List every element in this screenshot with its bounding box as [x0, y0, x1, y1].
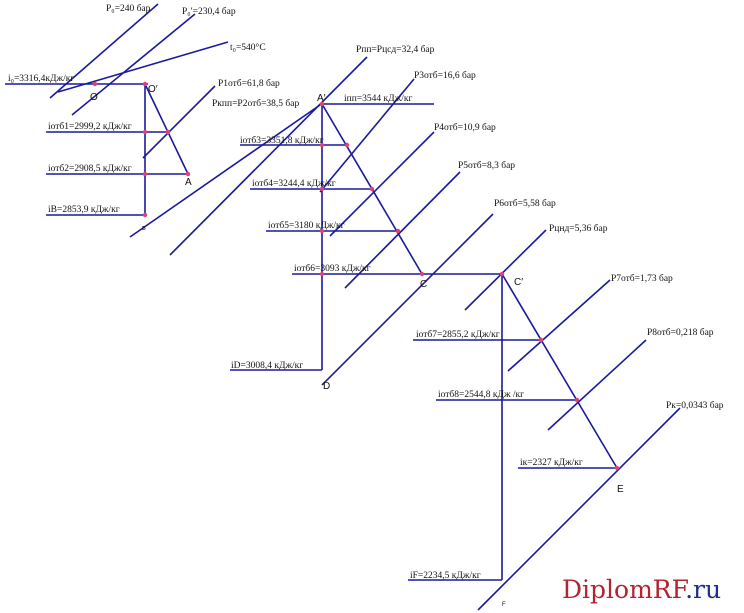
label-ik: iк=2327 кДж/кг — [520, 458, 583, 468]
label-pkpp: Pкпп=P2отб=38,5 бар — [212, 98, 299, 109]
point-marker-C — [419, 271, 425, 277]
point-marker-i4-s — [319, 186, 325, 192]
point-marker-i5 — [395, 228, 401, 234]
point-marker-A-prime — [319, 101, 325, 107]
point-marker-i2 — [142, 171, 148, 177]
isobar-p4 — [329, 131, 435, 237]
label-p1: P1отб=61,8 бар — [218, 78, 280, 89]
point-marker-i1 — [142, 129, 148, 135]
isobar-p5 — [344, 171, 461, 289]
label-p6: P6отб=5,58 бар — [494, 198, 556, 209]
label-i8: iотб8=2544,8 кДж /кг — [438, 389, 524, 400]
point-marker-i3-s — [319, 142, 325, 148]
point-label-A-prime: A′ — [317, 93, 326, 104]
watermark-suffix: .ru — [685, 575, 721, 604]
label-p7: P7отб=1,73 бар — [611, 273, 673, 284]
label-i5: iотб5=3180 кДж/кг — [268, 220, 345, 231]
point-marker-C-prime — [499, 271, 505, 277]
point-marker-i4 — [369, 186, 375, 192]
label-iD: iD=3008,4 кДж/кг — [231, 361, 303, 371]
isobar-p6 — [321, 213, 494, 386]
isobar-pcnd — [464, 229, 547, 311]
label-p3: P3отб=16,6 бар — [414, 70, 476, 81]
point-marker-B — [142, 212, 148, 218]
isobar-pk — [477, 407, 681, 611]
point-marker-i8 — [574, 397, 580, 403]
isobar-p3 — [319, 78, 415, 193]
point-label-C: C — [420, 279, 427, 290]
point-marker-i3 — [344, 142, 350, 148]
process-C-prime-E — [501, 273, 618, 469]
point-label-O-prime: O′ — [148, 84, 158, 95]
point-marker-i7 — [538, 337, 544, 343]
isobar-p8 — [547, 339, 647, 431]
isobar-p7 — [507, 279, 611, 372]
point-label-D: D — [323, 381, 330, 392]
label-t0: t₀=540°C — [230, 42, 266, 53]
label-i2: iотб2=2908,5 кДж/кг — [48, 163, 132, 174]
label-i6: iотб6=3093 кДж/кг — [294, 263, 371, 274]
isobar-ppp — [169, 56, 368, 256]
label-pcnd: Pцнд=5,36 бар — [549, 223, 608, 234]
point-label-E: E — [617, 484, 624, 495]
point-marker-A — [185, 171, 191, 177]
watermark-main: DiplomRF — [562, 575, 689, 604]
label-iB: iB=2853,9 кДж/кг — [48, 205, 120, 215]
point-label-O: O — [90, 92, 98, 103]
label-p8: P8отб=0,218 бар — [647, 327, 714, 338]
label-i0: i₀=3316,4кДж/кг — [8, 74, 74, 84]
label-p0: P₀=240 бар — [106, 3, 151, 14]
isobar-p2 — [129, 104, 321, 238]
point-marker-O-prime — [142, 81, 148, 87]
point-label-B: в — [142, 225, 146, 232]
watermark-logo: DiplomRF.ru — [562, 575, 721, 604]
label-p0-prime: P₀′=230,4 бар — [182, 6, 236, 17]
process-O-prime-A — [144, 83, 189, 175]
point-label-C-prime: C′ — [514, 277, 523, 288]
point-label-F: F — [502, 602, 506, 608]
point-marker-E — [614, 465, 620, 471]
label-i3: iотб3=3351,8 кДж/кг — [240, 135, 324, 146]
isobar-p0 — [49, 3, 159, 99]
point-label-A: A — [185, 177, 192, 188]
label-pk: Pк=0,0343 бар — [666, 400, 724, 411]
point-marker-i6-s — [319, 271, 325, 277]
isobar-p1 — [142, 85, 216, 159]
label-ppp: Pпп=Pцсд=32,4 бар — [356, 44, 435, 55]
label-i1: iотб1=2999,2 кДж/кг — [48, 121, 132, 132]
label-p5: P5отб=8,3 бар — [458, 160, 515, 171]
label-iF: iF=2234,5 кДж/кг — [410, 571, 481, 581]
point-marker-O — [92, 81, 98, 87]
point-marker-A1 — [165, 129, 171, 135]
label-i7: iотб7=2855,2 кДж/кг — [416, 329, 500, 340]
point-marker-i5-s — [319, 228, 325, 234]
label-i4: iотб4=3244,4 кДж/кг — [252, 178, 336, 189]
label-p4: P4отб=10,9 бар — [434, 122, 496, 133]
label-ipp: iпп=3544 кДж/кг — [344, 94, 412, 104]
isobar-p0-prime — [71, 13, 196, 116]
